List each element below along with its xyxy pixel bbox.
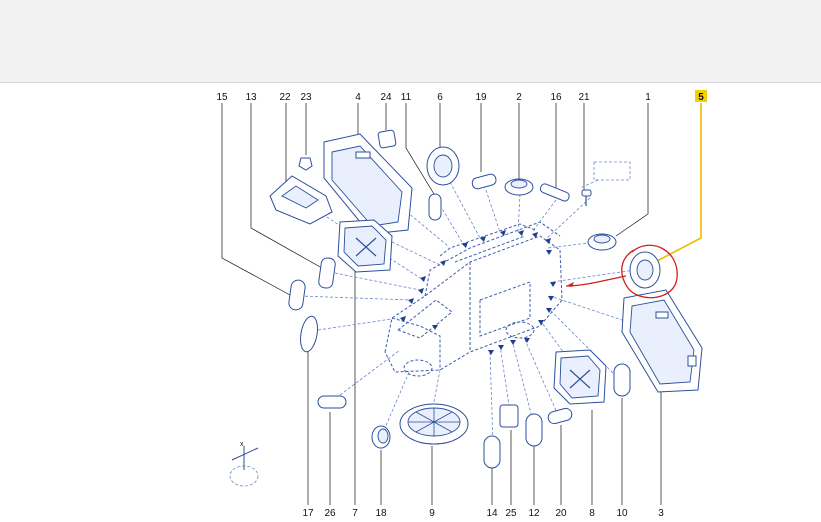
part-ring-grommet	[426, 146, 460, 186]
callout-15: 15	[216, 92, 228, 103]
callout-10: 10	[616, 508, 628, 519]
parts-diagram: x 15 13 22 23 4 24 11 6 19 2 16 21 1 5 1…	[0, 83, 821, 522]
callout-17: 17	[302, 508, 314, 519]
callout-16: 16	[550, 92, 562, 103]
callout-14: 14	[486, 508, 498, 519]
callout-5-highlighted[interactable]: 5	[698, 92, 704, 103]
callout-26: 26	[324, 508, 336, 519]
callout-11: 11	[401, 92, 412, 103]
part-oval-plug-13	[318, 257, 336, 289]
callout-20: 20	[555, 508, 567, 519]
callout-9: 9	[429, 508, 435, 519]
callout-2: 2	[516, 92, 522, 103]
callout-19: 19	[475, 92, 487, 103]
callout-7: 7	[352, 508, 358, 519]
callout-18: 18	[375, 508, 387, 519]
part-dashed-ghost	[593, 161, 631, 181]
part-window-unit-left	[323, 133, 413, 235]
callout-8: 8	[589, 508, 595, 519]
red-annotation	[565, 244, 678, 299]
part-round-plug-1	[587, 233, 617, 251]
part-round-plug-2	[504, 178, 534, 196]
callout-1: 1	[645, 92, 651, 103]
callout-23: 23	[300, 92, 312, 103]
toolbar-area	[0, 0, 821, 83]
bottom-labels: 17 26 7 18 9 14 25 12 20 8 10 3	[302, 508, 664, 519]
callout-3: 3	[658, 508, 664, 519]
callout-12: 12	[528, 508, 540, 519]
part-grommet-5	[629, 251, 661, 289]
part-square-cover	[377, 129, 397, 149]
part-oval-plug-10	[613, 363, 631, 397]
callout-24: 24	[380, 92, 392, 103]
part-oblong-plug-19	[471, 173, 497, 190]
part-oval-plug-12	[525, 413, 543, 447]
callout-6: 6	[437, 92, 443, 103]
part-oval-plug-11	[428, 193, 442, 221]
part-screw	[581, 189, 592, 206]
part-window-unit-right	[621, 289, 703, 393]
callout-13: 13	[245, 92, 257, 103]
part-nut	[298, 157, 313, 171]
part-strip-plug-16	[539, 183, 570, 202]
part-round-cover-9	[399, 403, 469, 445]
bottom-leader-lines	[307, 268, 662, 505]
part-plug-18	[371, 425, 391, 449]
callout-4: 4	[355, 92, 361, 103]
part-vent-box-right	[553, 349, 607, 405]
part-vent-box-left	[337, 219, 393, 273]
top-labels: 15 13 22 23 4 24 11 6 19 2 16 21 1 5	[216, 90, 707, 103]
callout-22: 22	[279, 92, 291, 103]
part-oval-plug-15	[288, 279, 306, 311]
callout-25: 25	[505, 508, 517, 519]
part-square-plug-25	[499, 404, 519, 428]
exploded-view-svg: x 15 13 22 23 4 24 11 6 19 2 16 21 1 5 1…	[216, 90, 707, 519]
callout-21: 21	[578, 92, 590, 103]
part-bracket	[269, 175, 333, 225]
part-oblong-plug-26	[317, 395, 347, 409]
orientation-symbol: x	[229, 441, 259, 487]
svg-text:x: x	[240, 441, 244, 448]
part-oval-plug-17	[300, 315, 318, 353]
fixing-arrows	[400, 230, 556, 355]
highlight-badge	[695, 90, 707, 102]
part-oblong-plug-20	[547, 407, 573, 425]
van-outline	[384, 221, 563, 377]
part-oval-plug-14	[483, 435, 501, 469]
assembly-connectors	[299, 179, 636, 446]
